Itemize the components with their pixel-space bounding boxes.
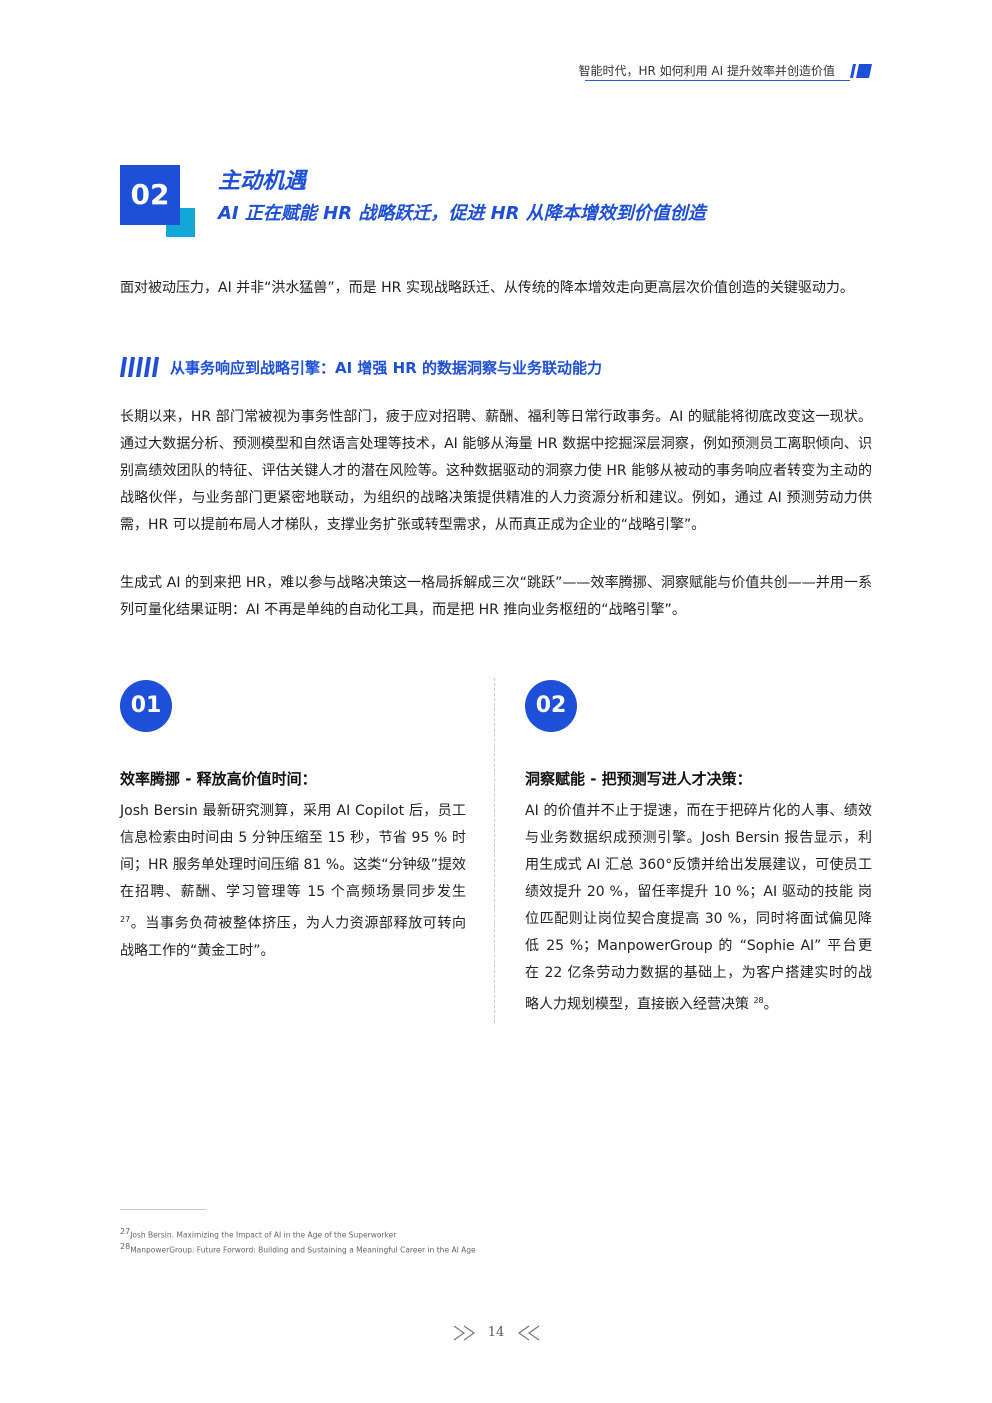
footnote-rule: [120, 1209, 206, 1210]
body-paragraph-1: 长期以来，HR 部门常被视为事务性部门，疲于应对招聘、薪酬、福利等日常行政事务。…: [120, 409, 872, 533]
section-subtitle: AI 正在赋能 HR 战略跃迁，促进 HR 从降本增效到价值创造: [218, 203, 706, 224]
column-2-number-badge: 02: [525, 680, 577, 732]
double-chevron-left-icon: [517, 1325, 540, 1341]
heading-stripes-icon: [120, 357, 159, 377]
footnote-28-text: ManpowerGroup. Future Forword: Building …: [130, 1245, 476, 1255]
section-badge: [120, 165, 180, 225]
page-number: 14: [487, 1325, 505, 1340]
column-2-heading: 洞察赋能 - 把预测写进人才决策：: [525, 770, 752, 788]
column-1-body-text: Josh Bersin 最新研究测算，采用 AI Copilot 后，员工信息检…: [120, 803, 466, 900]
footnote-27: 27Josh Bersin. Maximizing the Impact of …: [120, 1227, 396, 1240]
section-title: 主动机遇: [218, 169, 307, 194]
footnote-28: 28ManpowerGroup. Future Forword: Buildin…: [120, 1242, 476, 1255]
column-divider: [494, 678, 495, 1023]
footnote-ref-28: 28: [753, 996, 764, 1005]
column-1-body: Josh Bersin 最新研究测算，采用 AI Copilot 后，员工信息检…: [120, 798, 466, 965]
column-1-number-badge: 01: [120, 680, 172, 732]
column-2-body: AI 的价值并不止于提速，而在于把碎片化的人事、绩效与业务数据织成预测引擎。Jo…: [525, 798, 872, 1019]
footnote-28-marker: 28: [120, 1242, 131, 1251]
header-title: 智能时代，HR 如何利用 AI 提升效率并创造价值: [578, 64, 835, 78]
double-chevron-right-icon: [453, 1325, 476, 1341]
intro-paragraph: 面对被动压力，AI 并非“洪水猛兽”，而是 HR 实现战略跃迁、从传统的降本增效…: [120, 280, 854, 296]
header-rule: [585, 80, 850, 81]
section-number: 02: [130, 178, 170, 211]
column-2-body-text: AI 的价值并不止于提速，而在于把碎片化的人事、绩效与业务数据织成预测引擎。Jo…: [525, 803, 872, 1013]
footnote-27-text: Josh Bersin. Maximizing the Impact of AI…: [130, 1230, 397, 1240]
footnote-ref-27: 27: [120, 915, 131, 924]
footnote-27-marker: 27: [120, 1227, 131, 1236]
subsection-heading: 从事务响应到战略引擎：AI 增强 HR 的数据洞察与业务联动能力: [170, 359, 602, 377]
column-1-body-text-end: 。当事务负荷被整体挤压，为人力资源部释放可转向战略工作的“黄金工时”。: [120, 915, 466, 959]
body-paragraph-2: 生成式 AI 的到来把 HR，难以参与战略决策这一格局拆解成三次“跳跃”——效率…: [120, 575, 872, 618]
column-1-heading: 效率腾挪 - 释放高价值时间：: [120, 770, 317, 788]
header-stripes-icon: [850, 64, 872, 78]
column-2-body-text-end: 。: [763, 996, 778, 1013]
